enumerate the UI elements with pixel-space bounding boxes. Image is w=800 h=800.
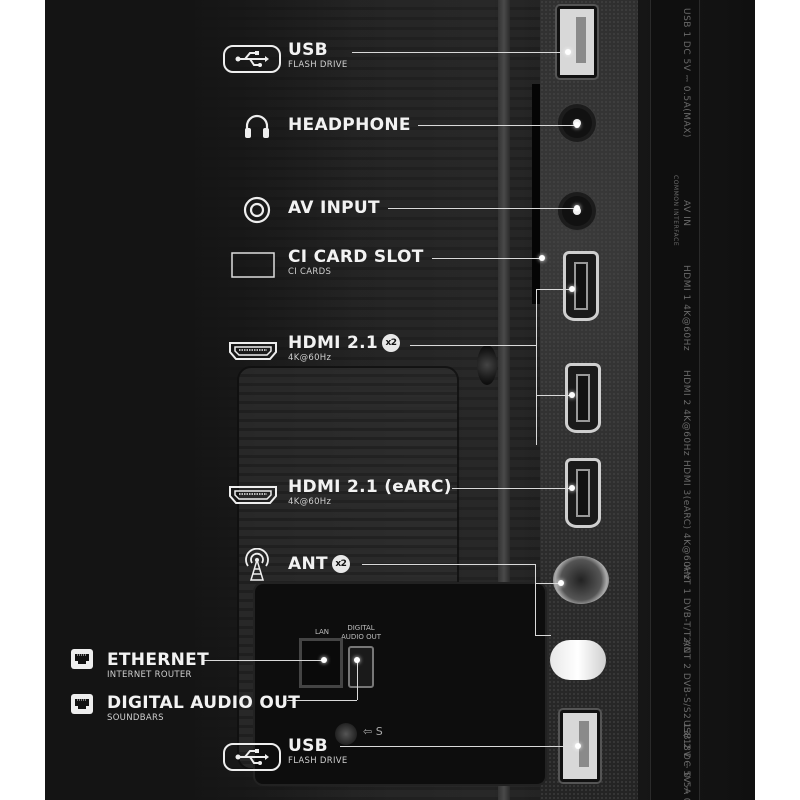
leader-headphone	[418, 125, 576, 126]
optical-port[interactable]	[348, 646, 374, 688]
label-usb-bottom: USB FLASH DRIVE	[288, 736, 348, 766]
usb-icon	[223, 45, 281, 73]
av-input-icon	[243, 196, 271, 224]
leader-dot	[569, 392, 575, 398]
leader-dot	[565, 49, 571, 55]
label-digital-audio-out: DIGITAL AUDIO OUT SOUNDBARS	[107, 693, 301, 723]
hdmi-3-earc-port[interactable]	[565, 458, 601, 528]
hdmi-1-port[interactable]	[563, 251, 599, 321]
leader-usb-top	[352, 52, 568, 53]
leader-ant-1	[535, 583, 561, 584]
leader-ant	[362, 564, 536, 565]
label-ci-card-slot: CI CARD SLOT CI CARDS	[288, 247, 424, 277]
lan-port[interactable]	[299, 638, 343, 688]
leader-dot	[569, 286, 575, 292]
screw-mark: ⇦ S	[363, 725, 383, 738]
leader-hdmi-earc	[452, 488, 572, 489]
side-label-hdmi2: HDMI 2 4K@60Hz	[681, 370, 691, 457]
side-label-common-interface: COMMON INTERFACE	[672, 175, 679, 247]
side-label-hdmi1: HDMI 1 4K@60Hz	[681, 265, 691, 352]
leader-ci-card	[432, 258, 542, 259]
lan-label: LAN	[314, 628, 330, 636]
leader-dot	[558, 580, 564, 586]
tv-rear-panel: USB 1 DC 5V ⎓ 0.5A(MAX) COMMON INTERFACE…	[45, 0, 755, 800]
leader-hdmi-2	[536, 395, 572, 396]
ethernet-icon	[71, 649, 93, 669]
leader-av-input	[388, 208, 576, 209]
leader-dot	[574, 205, 580, 211]
side-label-av-in: AV IN	[681, 200, 691, 227]
leader-dot	[321, 657, 327, 663]
side-label-usb1: USB 1 DC 5V ⎓ 0.5A(MAX)	[681, 8, 691, 138]
headphone-icon	[245, 114, 269, 138]
label-hdmi-earc: HDMI 2.1 (eARC) 4K@60Hz	[288, 477, 452, 507]
side-label-hdmi3: HDMI 3(eARC) 4K@60Hz	[681, 460, 691, 580]
hdmi-2-port[interactable]	[565, 363, 601, 433]
leader-hdmi-1	[536, 289, 572, 290]
leader-digital-audio-branch	[357, 660, 358, 700]
leader-hdmi-21	[410, 345, 536, 346]
hdmi-icon	[229, 342, 277, 360]
antenna-icon	[245, 548, 269, 581]
label-av-input: AV INPUT	[288, 198, 380, 218]
leader-dot	[539, 255, 545, 261]
leader-ant-branch	[535, 564, 536, 636]
label-usb-top: USB FLASH DRIVE	[288, 40, 348, 70]
leader-dot	[575, 743, 581, 749]
digital-audio-out-label: DIGITAL AUDIO OUT	[340, 624, 381, 641]
usb-icon	[223, 743, 281, 771]
label-ethernet: ETHERNET INTERNET ROUTER	[107, 650, 209, 680]
av-input-jack[interactable]	[562, 196, 592, 226]
leader-usb-bottom	[340, 746, 578, 747]
leader-dot	[354, 657, 360, 663]
ant-2-f-connector[interactable]	[550, 640, 606, 680]
leader-dot	[574, 122, 580, 128]
side-label-usb2: USB 2 DC 5V ⎓ 0.5A(MAX)	[681, 720, 691, 800]
quantity-badge: x2	[382, 334, 401, 352]
side-label-rail: USB 1 DC 5V ⎓ 0.5A(MAX) COMMON INTERFACE…	[650, 0, 700, 800]
leader-ant-2	[535, 635, 551, 636]
label-headphone: HEADPHONE	[288, 115, 411, 135]
leader-ethernet	[204, 660, 324, 661]
quantity-badge: x2	[331, 555, 350, 573]
leader-hdmi-21-branch	[536, 289, 537, 445]
mount-screw	[477, 345, 497, 385]
optical-icon	[71, 694, 93, 714]
usb-port-top[interactable]	[557, 6, 597, 78]
leader-digital-audio	[287, 700, 357, 701]
leader-dot	[569, 485, 575, 491]
card-slot-icon	[231, 252, 275, 278]
hdmi-icon	[229, 486, 277, 504]
panel-screw	[335, 723, 357, 745]
